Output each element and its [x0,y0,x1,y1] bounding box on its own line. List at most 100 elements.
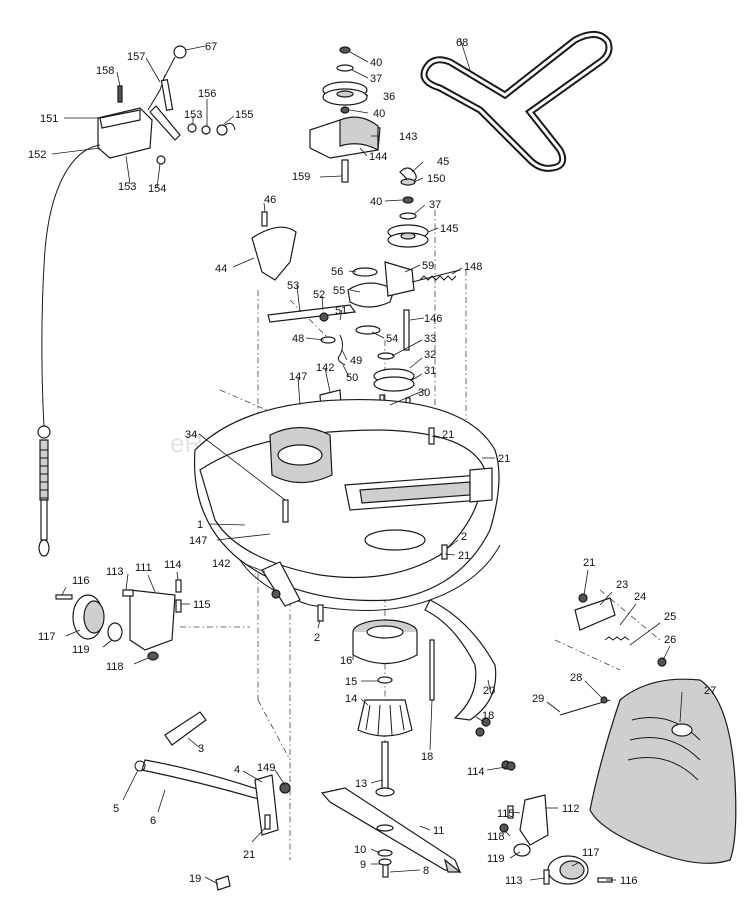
callout-45: 45 [437,156,449,168]
callout-150: 150 [427,173,445,185]
callout-8: 8 [423,865,429,877]
callout-27: 27 [704,685,716,697]
callout-155: 155 [235,109,253,121]
callout-2-right: 2 [461,531,467,543]
callout-158: 158 [96,65,114,77]
callout-146: 146 [424,313,442,325]
callout-147-upper: 147 [289,371,307,383]
callout-54: 54 [386,333,398,345]
callout-117-right: 117 [582,847,600,859]
callout-115-left: 115 [193,599,211,611]
callout-153-upper: 153 [184,109,202,121]
idler-arm-assembly [267,261,461,436]
callout-21-right: 21 [498,453,510,465]
lower-idler-bracket [261,561,301,607]
callout-48: 48 [292,333,304,345]
callout-3: 3 [198,743,204,755]
discharge-chute-assembly [559,593,737,864]
callout-21-hanger: 21 [243,849,255,861]
callout-157: 157 [127,51,145,63]
callout-68: 68 [456,37,468,49]
callout-119-right: 119 [487,853,505,865]
spindle-assembly [352,619,418,797]
callout-28: 28 [570,672,582,684]
callout-114-right: 114 [467,766,485,778]
callout-113-right: 113 [505,875,523,887]
callout-46: 46 [264,194,276,206]
callout-118-left: 118 [106,661,124,673]
callout-52: 52 [313,289,325,301]
callout-154: 154 [148,183,166,195]
callout-147-lower: 147 [189,535,207,547]
callout-51: 51 [335,305,347,317]
callout-20: 20 [483,685,495,697]
callout-67: 67 [205,41,217,53]
callout-53: 53 [287,280,299,292]
callout-153-lower: 153 [118,181,136,193]
deck-bolts [317,427,448,622]
callout-30: 30 [418,387,430,399]
callout-33: 33 [424,333,436,345]
anti-scalp-arm [424,599,511,770]
callout-4: 4 [234,764,240,776]
callout-37-top: 37 [370,73,382,85]
left-gauge-wheel-assembly [55,579,182,661]
right-gauge-wheel-assembly [499,794,613,885]
callout-142-lower: 142 [212,558,230,570]
callout-148: 148 [464,261,482,273]
callout-112: 112 [562,803,580,815]
callout-6: 6 [150,815,156,827]
front-hanger-bracket [134,711,291,891]
callout-116-left: 116 [72,575,90,587]
callout-21-deck: 21 [458,550,470,562]
callout-149: 149 [257,762,275,774]
callout-142-upper: 142 [316,362,334,374]
callout-18-right: 18 [482,710,494,722]
callout-leaders [51,37,683,885]
callout-18-lower: 18 [421,751,433,763]
callout-145: 145 [440,223,458,235]
callout-40-lower: 40 [373,108,385,120]
callout-19: 19 [189,873,201,885]
callout-113-left: 113 [106,566,124,578]
callout-16: 16 [340,655,352,667]
callout-119-left: 119 [72,644,90,656]
callout-37-mid: 37 [429,199,441,211]
callout-34: 34 [185,429,197,441]
callout-156: 156 [198,88,216,100]
callout-111: 111 [135,562,152,574]
callout-56: 56 [331,266,343,278]
drive-belt [420,31,613,172]
upper-pulley-assembly [309,46,381,183]
callout-labels: 1 147 34 142 2 2 21 21 21 16 15 14 13 11… [28,37,716,887]
callout-144: 144 [369,151,387,163]
mower-deck-housing [193,399,501,611]
callout-11: 11 [433,825,444,837]
callout-151: 151 [40,113,58,125]
belt-guard [251,211,297,281]
callout-26: 26 [664,634,676,646]
callout-21-top: 21 [442,429,454,441]
callout-24: 24 [634,591,646,603]
callout-1: 1 [197,519,203,531]
callout-115-right: 115 [497,808,515,820]
callout-40-mid: 40 [370,196,382,208]
callout-49: 49 [350,355,362,367]
mid-pulley-assembly [387,167,429,248]
callout-36: 36 [383,91,395,103]
callout-117-left: 117 [38,631,56,643]
callout-23: 23 [616,579,628,591]
callout-152: 152 [28,149,46,161]
callout-143: 143 [399,131,417,143]
callout-29: 29 [532,693,544,705]
callout-31: 31 [424,365,436,377]
callout-15: 15 [345,676,357,688]
callout-13: 13 [355,778,367,790]
callout-25: 25 [664,611,676,623]
callout-2-lower: 2 [314,632,320,644]
callout-40-top: 40 [370,57,382,69]
callout-5: 5 [113,803,119,815]
callout-10: 10 [354,844,366,856]
callout-44: 44 [215,263,227,275]
